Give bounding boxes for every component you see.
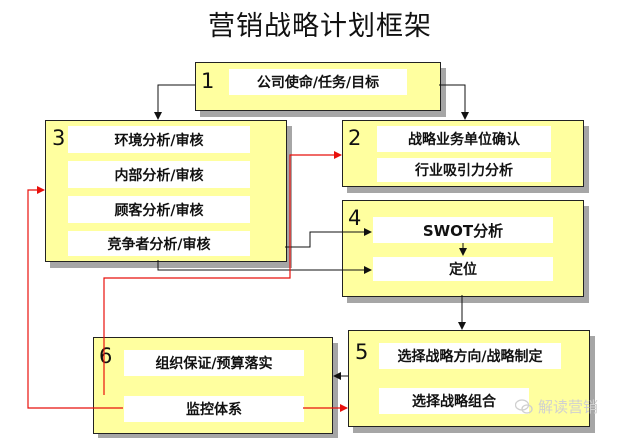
customer-analysis-box: 顾客分析/审核: [68, 196, 250, 223]
positioning-box: 定位: [373, 257, 553, 281]
panel-2: 2 战略业务单位确认 行业吸引力分析: [342, 120, 584, 187]
strategy-portfolio-box: 选择战略组合: [379, 388, 529, 414]
step-number-3: 3: [52, 126, 66, 150]
panel-4: 4 SWOT分析 定位: [342, 200, 584, 297]
swot-analysis-box: SWOT分析: [373, 217, 553, 243]
panel-3: 3 环境分析/审核 内部分析/审核 顾客分析/审核 竞争者分析/审核: [45, 120, 287, 262]
panel-1: 1 公司使命/任务/目标: [195, 62, 441, 111]
flow-line-1-to-2: [439, 84, 469, 120]
step-number-4: 4: [348, 206, 362, 230]
strategy-direction-box: 选择战略方向/战略制定: [379, 343, 561, 369]
environment-analysis-box: 环境分析/审核: [68, 126, 250, 153]
watermark-text: 解读营销: [538, 398, 599, 416]
monitoring-system-box: 监控体系: [124, 396, 304, 422]
industry-attractiveness-box: 行业吸引力分析: [377, 158, 551, 182]
flow-line-1-to-3: [154, 84, 195, 120]
sbu-identification-box: 战略业务单位确认: [377, 126, 551, 152]
feedback-line-monitoring-to-sbu: [103, 151, 342, 395]
step-number-1: 1: [201, 69, 215, 93]
step-number-5: 5: [355, 340, 369, 364]
feedback-line-monitoring-to-analysis: [27, 186, 123, 409]
panel-6: 6 组织保证/预算落实 监控体系: [93, 337, 333, 434]
organization-budget-box: 组织保证/预算落实: [124, 350, 304, 376]
watermark: 解读营销: [514, 396, 599, 417]
page-title: 营销战略计划框架: [208, 11, 432, 42]
panel-5: 5 选择战略方向/战略制定 选择战略组合: [348, 330, 590, 427]
flow-line-3-to-swot: [285, 228, 372, 248]
competitor-analysis-box: 竞争者分析/审核: [68, 231, 250, 256]
step-number-2: 2: [348, 126, 362, 150]
step-number-6: 6: [99, 344, 113, 368]
flow-line-analysis-to-positioning: [157, 260, 372, 274]
mission-box: 公司使命/任务/目标: [229, 69, 407, 95]
internal-analysis-box: 内部分析/审核: [68, 161, 250, 188]
wechat-icon: [514, 398, 533, 415]
